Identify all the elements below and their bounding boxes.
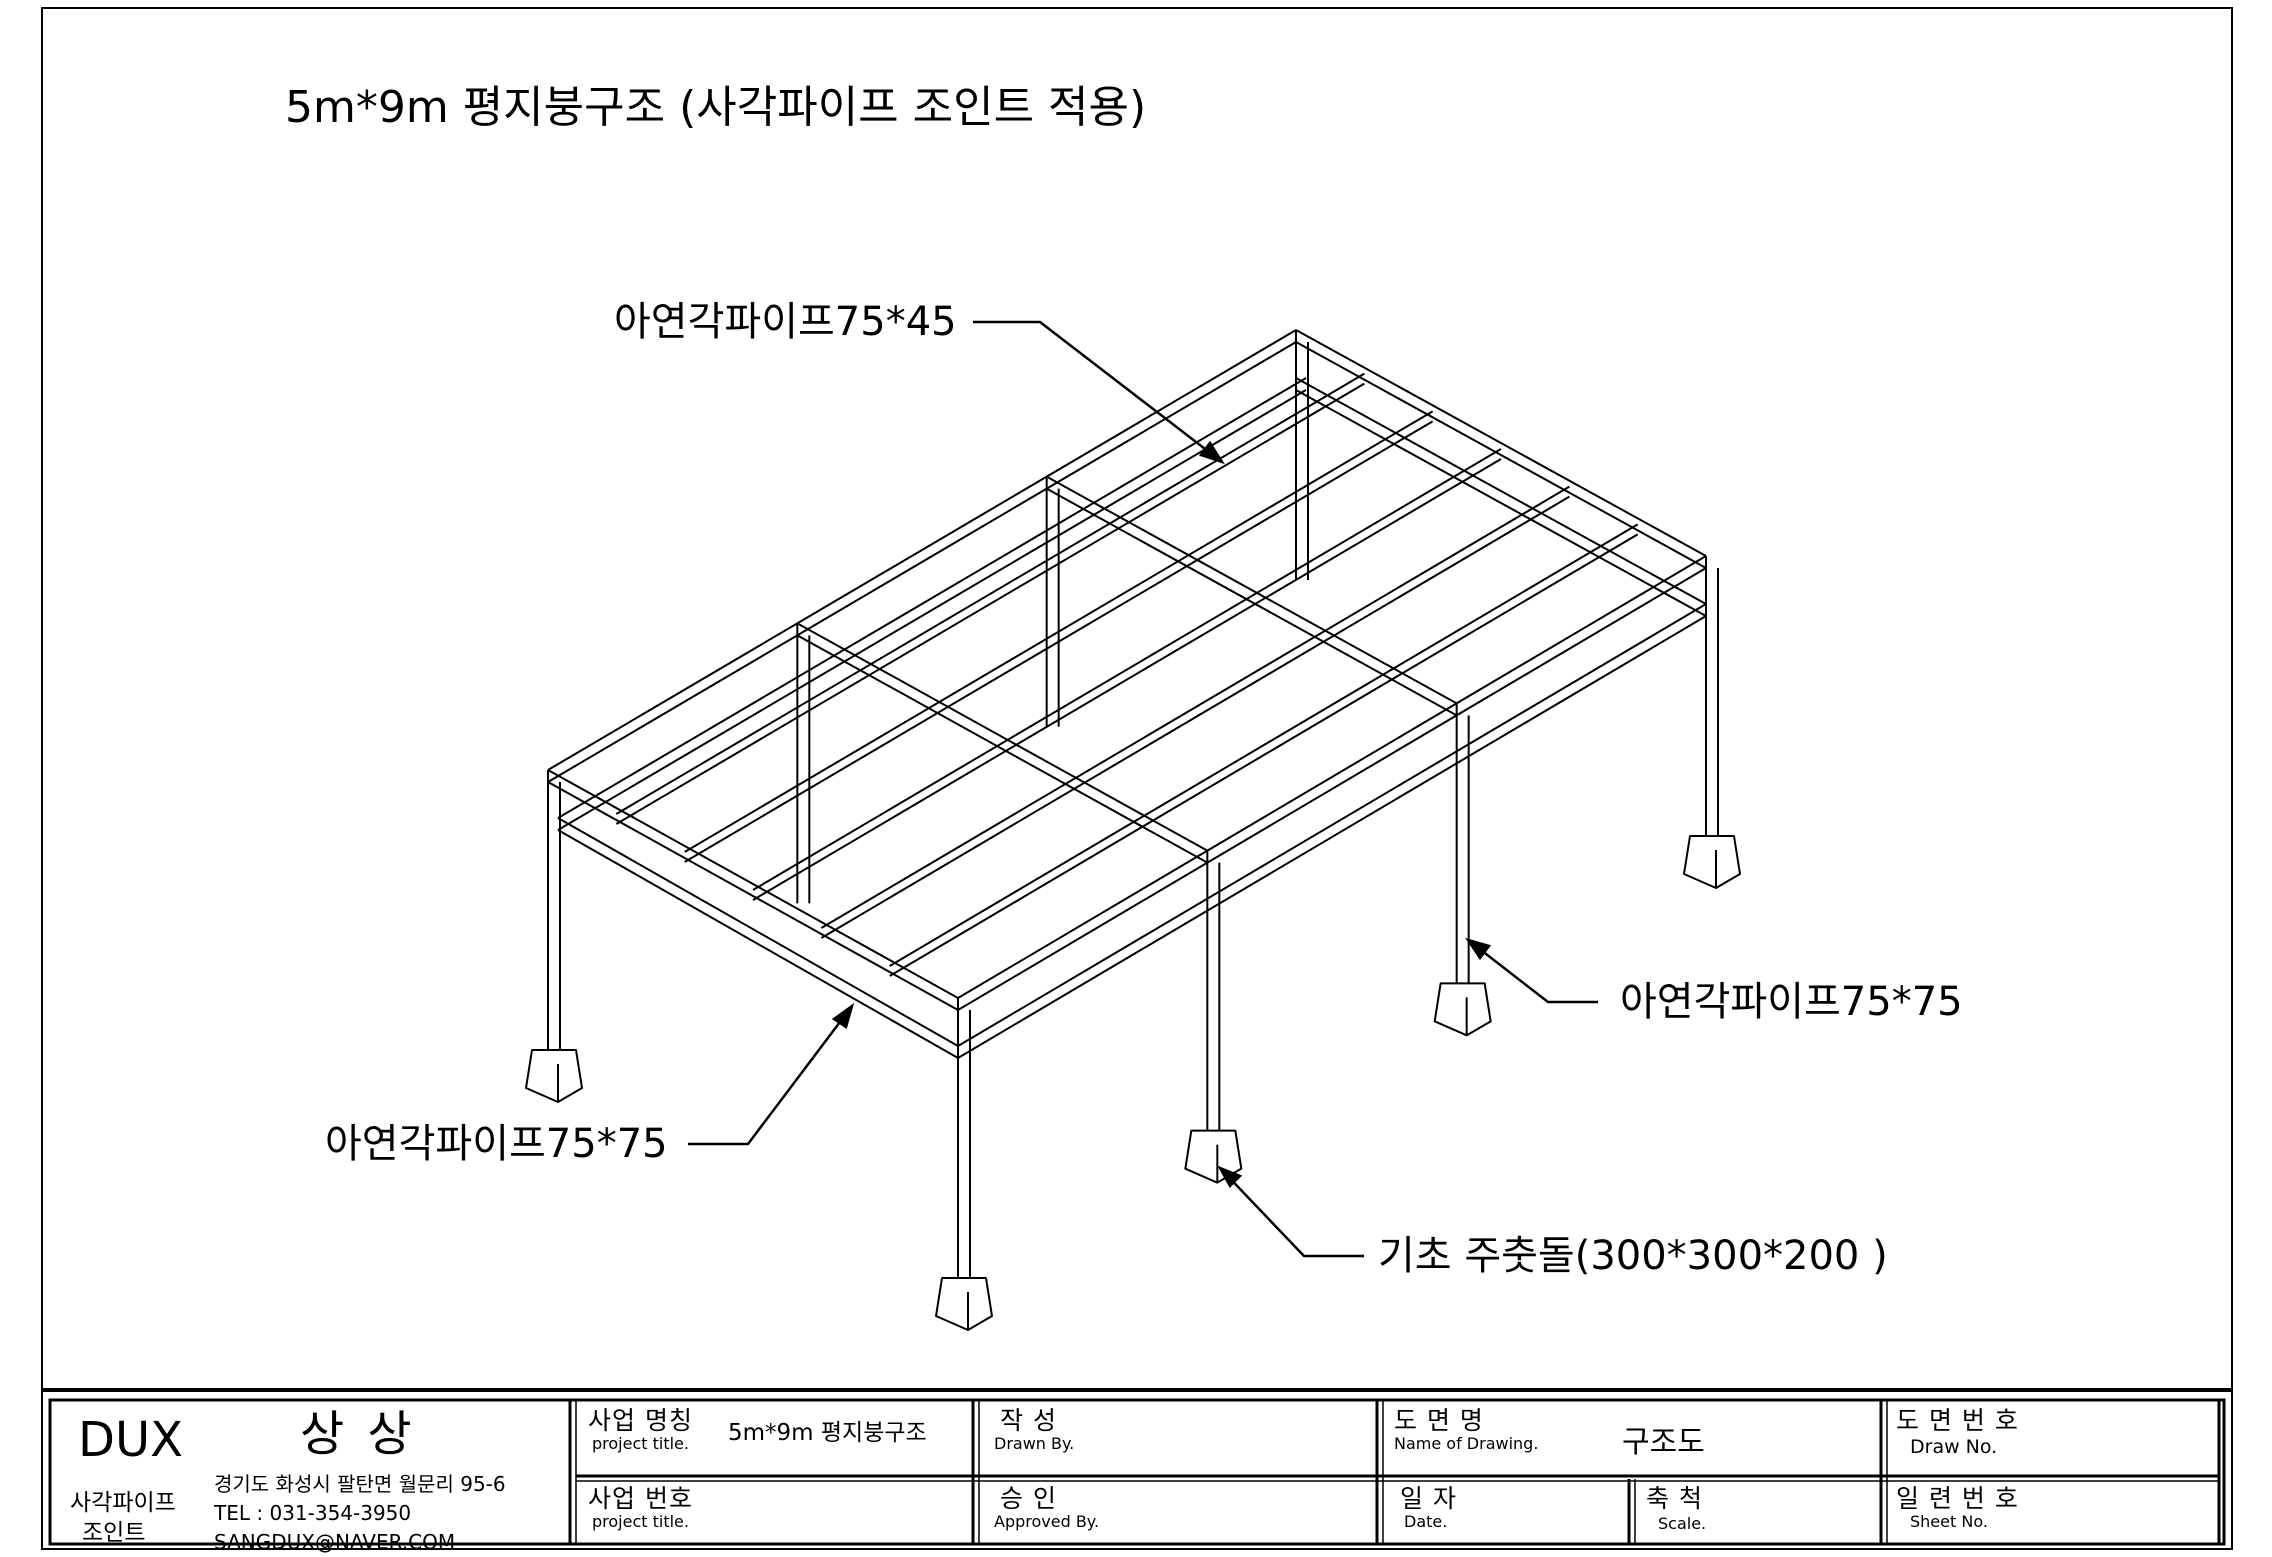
beam-callout-label: 아연각파이프75*75 [325,1121,668,1167]
footing-callout-label: 기초 주춧돌(300*300*200 ) [1378,1233,1888,1279]
perimeter-beam [1295,329,1707,557]
project-number-sublabel: project title. [592,1512,689,1531]
project-name-sublabel: project title. [592,1434,689,1453]
roof-structure-isometric [525,329,1741,1331]
column-leader [1467,939,1598,1004]
column-arrowhead [1465,937,1492,961]
approved-by-sublabel: Approved By. [994,1512,1100,1531]
drawing-number-label: 도 면 번 호 [1896,1406,2019,1435]
footing-stone [525,1049,583,1103]
company-address: 경기도 화성시 팔탄면 월문리 95-6 [214,1472,506,1496]
approved-by-label: 승 인 [1000,1484,1057,1513]
cross-beam [1046,475,1458,705]
purlin [752,448,1502,891]
scale-label: 축 척 [1646,1484,1703,1513]
date-sublabel: Date. [1404,1512,1448,1531]
purlin-leader [973,320,1223,463]
drawn-by-sublabel: Drawn By. [994,1434,1075,1453]
purlin-callout-label: 아연각파이프75*45 [614,299,957,345]
purlin [752,458,1502,901]
footing-leader [1219,1167,1364,1258]
project-number-label: 사업 번호 [588,1484,693,1513]
perimeter-beam [547,769,959,999]
brand-logo-text: DUX [78,1412,183,1468]
company-name: 상 상 [300,1406,416,1462]
tie-beam [957,615,1707,1059]
scale-sublabel: Scale. [1658,1514,1707,1533]
perimeter-beam [547,341,1297,783]
perimeter-beam [547,781,959,1011]
tie-beam [1295,377,1707,605]
sheet-number-sublabel: Sheet No. [1910,1512,1988,1531]
drawing-name-sublabel: Name of Drawing. [1394,1434,1539,1453]
footing-stone [1683,835,1741,889]
column-callout-label: 아연각파이프75*75 [1620,979,1963,1025]
purlin [820,485,1570,929]
purlin [889,533,1639,977]
sheet-number-label: 일 련 번 호 [1896,1484,2019,1513]
cross-beam [796,622,1208,852]
company-email: SANGDUX@NAVER.COM [214,1530,456,1554]
drawing-number-sublabel: Draw No. [1910,1436,1998,1458]
beam-arrowhead [831,1002,855,1029]
tie-beam [557,829,959,1059]
perimeter-beam [957,567,1707,1011]
title-block-grid [42,1388,2232,1546]
purlin [615,372,1365,815]
date-label: 일 자 [1400,1484,1457,1513]
purlin [889,523,1639,967]
sheet-border [41,7,2233,1550]
footing-arrowhead [1217,1165,1243,1189]
perimeter-beam [957,555,1707,999]
footing-stone [935,1277,993,1331]
tie-beam [957,603,1707,1047]
product-line-2: 조인트 [82,1520,146,1546]
drawing-name-value: 구조도 [1622,1425,1705,1460]
project-name-label: 사업 명칭 [588,1406,693,1435]
purlin [820,495,1570,939]
project-name-value: 5m*9m 평지붕구조 [728,1420,927,1446]
tie-beam [557,817,959,1047]
cross-beam [796,634,1208,864]
cross-beam [1046,487,1458,717]
drawn-by-label: 작 성 [1000,1406,1057,1435]
company-tel: TEL : 031-354-3950 [214,1501,412,1525]
drawing-name-label: 도 면 명 [1394,1406,1484,1435]
product-line-1: 사각파이프 [70,1490,176,1516]
purlin [615,382,1365,825]
callout-leaders [688,320,1598,1258]
purlin-arrowhead [1198,440,1225,465]
beam-leader [688,1005,853,1146]
perimeter-beam [547,329,1297,771]
footing-stone [1433,982,1492,1037]
tie-beam [1295,389,1707,617]
tie-beam [557,389,1307,831]
tie-beam [557,377,1307,819]
drawing-title: 5m*9m 평지붕구조 (사각파이프 조인트 적용) [285,82,1147,133]
perimeter-beam [1295,341,1707,569]
